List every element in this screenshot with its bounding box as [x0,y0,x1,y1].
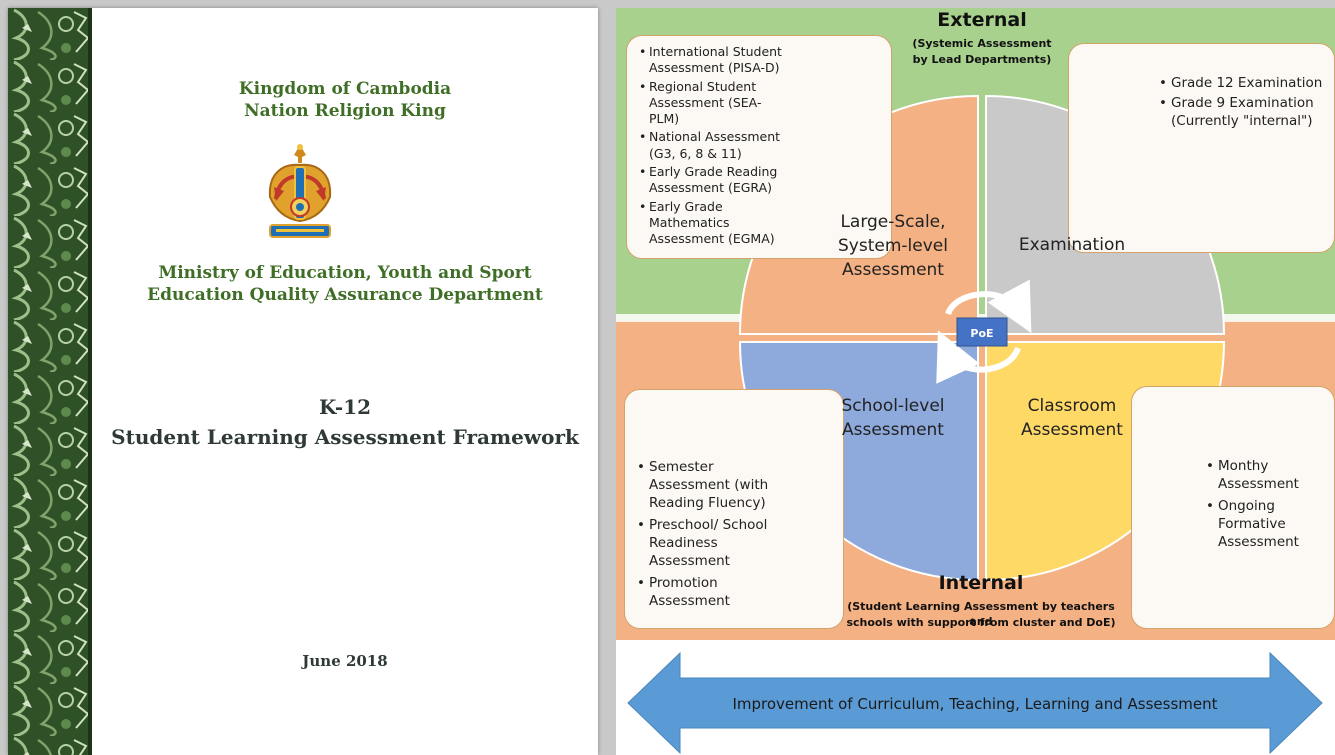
large-scale-label: Large-Scale, System-level Assessment [838,212,948,280]
ministry-emblem-icon [268,144,332,238]
assessment-framework-diagram: PoE Improvement of Curriculum, Teaching,… [616,8,1335,755]
classroom-label: Classroom Assessment [1021,396,1123,440]
list-item: International Student Assessment (PISA-D… [639,44,791,77]
poe-label: PoE [970,327,993,340]
examination-callout: Grade 12 Examination Grade 9 Examination… [1068,43,1335,253]
list-item: Early Grade Reading Assessment (EGRA) [639,164,791,197]
document-cover-page: Kingdom of Cambodia Nation Religion King… [8,8,598,755]
ornamental-border [8,8,92,755]
department-name: Education Quality Assurance Department [147,285,543,305]
publication-date: June 2018 [302,652,388,670]
cycle-arrow-top-icon [945,279,1032,334]
list-item: Ongoing Formative Assessment [1206,497,1328,551]
list-item: Grade 9 Examination (Currently "internal… [1159,94,1326,130]
poe-box [956,317,1008,347]
external-subtitle-line1: (Systemic Assessment [912,37,1052,50]
ministry-name: Ministry of Education, Youth and Sport [158,263,532,283]
list-item: Semester Assessment (with Reading Fluenc… [637,458,773,512]
list-item: Grade 12 Examination [1159,74,1326,92]
list-item: Regional Student Assessment (SEA-PLM) [639,79,791,128]
list-item: Early Grade Mathematics Assessment (EGMA… [639,199,791,248]
large-scale-callout: International Student Assessment (PISA-D… [626,35,892,259]
document-title: Student Learning Assessment Framework [111,425,579,449]
classroom-callout: Monthy Assessment Ongoing Formative Asse… [1131,386,1335,629]
list-item: Preschool/ School Readiness Assessment [637,516,773,570]
list-item: Promotion Assessment [637,574,773,610]
national-motto: Nation Religion King [244,101,446,121]
list-item: National Assessment (G3, 6, 8 & 11) [639,129,791,162]
internal-subtitle-line1: (Student Learning Assessment by teachers… [847,600,1115,628]
improvement-arrow [627,651,1323,755]
school-level-label: School-level Assessment [841,396,945,440]
internal-subtitle-line2: schools with support from cluster and Do… [846,616,1116,629]
internal-heading: Internal [938,572,1024,594]
improvement-arrow-label: Improvement of Curriculum, Teaching, Lea… [732,695,1217,713]
external-heading: External [937,9,1027,31]
examination-label: Examination [1018,235,1126,255]
school-level-callout: Semester Assessment (with Reading Fluenc… [624,389,844,629]
external-subtitle-line2: by Lead Departments) [912,53,1052,66]
list-item: Monthy Assessment [1206,457,1328,493]
cycle-arrow-bottom-icon [936,330,1021,384]
document-code: K-12 [318,395,372,419]
kingdom-heading: Kingdom of Cambodia [238,79,452,99]
